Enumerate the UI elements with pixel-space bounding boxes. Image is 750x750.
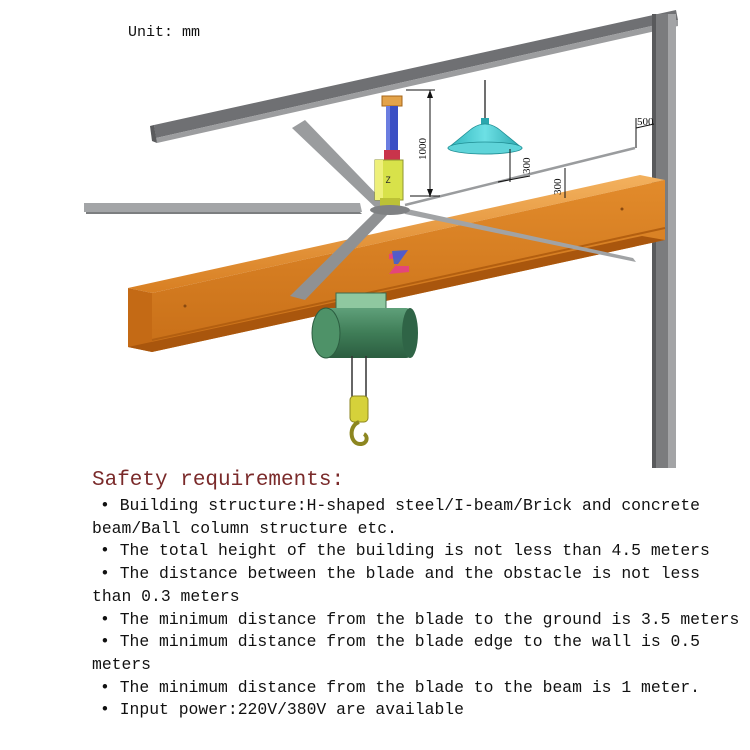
requirement-text: The distance between the blade and the o… [92, 564, 701, 606]
fan-blades [84, 120, 636, 300]
requirements-list: • Building structure:H-shaped steel/I-be… [92, 495, 742, 722]
safety-requirements: Safety requirements: • Building structur… [92, 468, 742, 722]
dimension-beam-clearance [406, 89, 440, 197]
brand-logo-icon [389, 250, 409, 274]
requirement-building-structure: • Building structure:H-shaped steel/I-be… [92, 495, 742, 540]
requirement-obstacle-distance: • The distance between the blade and the… [92, 563, 742, 608]
steel-rafter [150, 10, 678, 143]
requirement-text: Building structure:H-shaped steel/I-beam… [92, 496, 701, 538]
requirement-ground-distance: • The minimum distance from the blade to… [92, 609, 742, 632]
dimension-light-clearance [497, 149, 531, 183]
dim-text-300-lower: 300 [552, 178, 564, 195]
requirement-text: Input power:220V/380V are available [119, 700, 464, 720]
bullet-icon: • [100, 632, 110, 652]
bullet-icon: • [100, 677, 110, 697]
dim-text-300-upper: 300 [521, 157, 533, 174]
unit-label: Unit: mm [128, 24, 201, 41]
dimension-wall-clearance [635, 118, 655, 148]
bullet-icon: • [100, 700, 110, 720]
bullet-icon: • [100, 541, 110, 561]
fan-motor-assembly [370, 95, 410, 215]
requirement-input-power: • Input power:220V/380V are available [92, 699, 742, 722]
bullet-icon: • [100, 564, 110, 584]
motor-logo-text: Z [385, 176, 391, 186]
electric-hoist [311, 292, 418, 447]
bullet-icon: • [100, 609, 110, 629]
requirement-text: The minimum distance from the blade to t… [119, 677, 701, 697]
dim-text-1000: 1000 [417, 138, 429, 161]
safety-title: Safety requirements: [92, 469, 345, 492]
requirement-building-height: • The total height of the building is no… [92, 540, 742, 563]
ceiling-lamp [447, 80, 523, 155]
requirement-text: The minimum distance from the blade to t… [119, 609, 740, 629]
dim-text-500: 500 [637, 116, 654, 128]
requirement-text: The minimum distance from the blade edge… [92, 632, 701, 674]
bullet-icon: • [100, 496, 110, 515]
requirement-wall-distance: • The minimum distance from the blade ed… [92, 631, 742, 676]
requirement-text: The total height of the building is not … [119, 541, 710, 561]
fan-installation-diagram: Z 1000 300 300 [84, 10, 678, 468]
requirement-beam-distance: • The minimum distance from the blade to… [92, 677, 742, 700]
